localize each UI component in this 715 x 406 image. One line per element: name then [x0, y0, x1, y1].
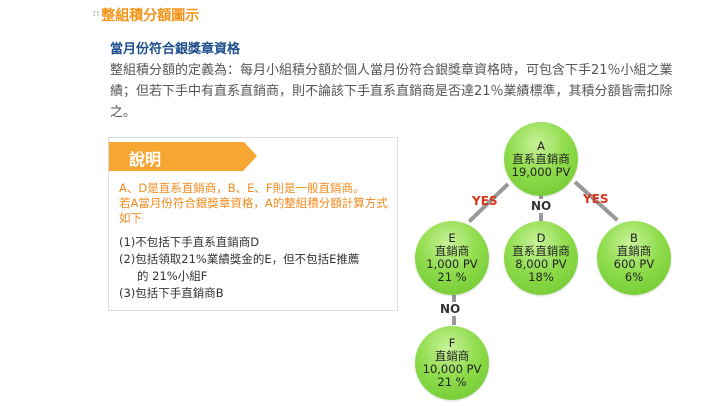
- list-item: 的 21%小組F: [137, 269, 208, 283]
- explanation-header: 說明: [109, 142, 257, 171]
- edge-label-a-d: NO: [531, 199, 552, 213]
- node-b: B 直銷商 600 PV 6%: [597, 221, 671, 295]
- node-a: A 直系直銷商 19,000 PV: [504, 122, 578, 196]
- explanation-summary: A、D是直系直銷商，B、E、F則是一般直銷商。 若A當月份符合銀獎章資格，A的整…: [119, 181, 388, 225]
- bullet-icon: ∷: [93, 10, 99, 20]
- list-item: (3)包括下手直銷商B: [119, 286, 224, 300]
- list-item: (1)不包括下手直系直銷商D: [119, 235, 260, 249]
- explanation-list: (1)不包括下手直系直銷商D (2)包括領取21%業績獎金的E，但不包括E推薦 …: [119, 234, 399, 302]
- description: 整組積分額的定義為：每月小組積分額於個人當月份符合銀獎章資格時，可包含下手21％…: [110, 63, 673, 120]
- list-item: (2)包括領取21%業績獎金的E，但不包括E推薦: [119, 252, 360, 266]
- node-f: F 直銷商 10,000 PV 21 %: [415, 326, 489, 400]
- edge-label-e-f: NO: [440, 302, 461, 316]
- explanation-box: 說明 A、D是直系直銷商，B、E、F則是一般直銷商。 若A當月份符合銀獎章資格，…: [108, 137, 398, 311]
- edge-label-a-b: YES: [583, 192, 609, 206]
- section-title: ∷整組積分額圖示: [93, 8, 200, 24]
- node-d: D 直系直銷商 8,000 PV 18%: [504, 221, 578, 295]
- edge-label-a-e: YES: [472, 194, 498, 208]
- subtitle: 當月份符合銀獎章資格: [110, 42, 241, 57]
- node-e: E 直銷商 1,000 PV 21 %: [415, 221, 489, 295]
